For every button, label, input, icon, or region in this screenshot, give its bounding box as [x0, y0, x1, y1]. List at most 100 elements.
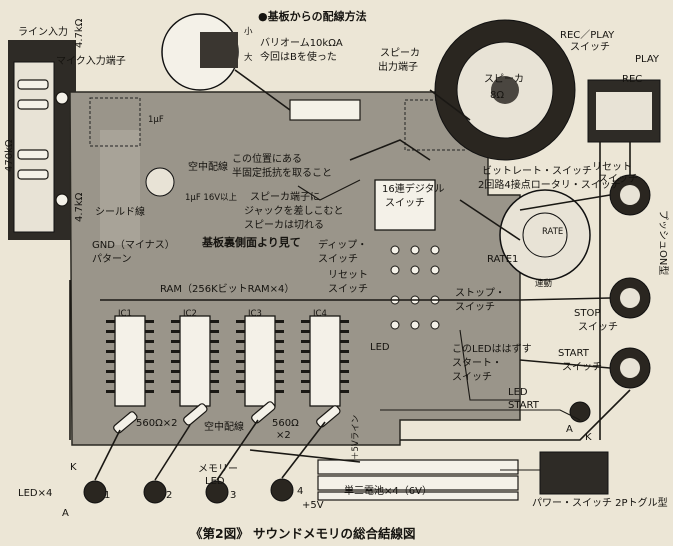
label-start-b: スタート・: [452, 357, 502, 369]
ic1: [114, 315, 146, 407]
dip-switch-16: [374, 179, 436, 231]
label-led-x4: LED×4: [18, 488, 52, 499]
resistors-560: [113, 401, 341, 434]
speaker-dome: [491, 76, 519, 104]
rec-play-switch-body: [596, 92, 652, 130]
label-5v-line: ＋5Vライン: [351, 415, 361, 460]
label-switch-f: スイッチ: [455, 301, 495, 313]
label-reset-a: リセット: [592, 161, 632, 173]
input-terminal-strip: [13, 61, 55, 233]
label-rotary: 2回路4接点ロータリ・スイッチ: [478, 178, 621, 191]
label-small: 小: [244, 26, 253, 37]
label-k1: K: [70, 462, 77, 473]
label-push-on: プッシュON型: [657, 210, 670, 275]
label-large: 大: [244, 52, 253, 63]
gnd-pattern: [100, 130, 140, 245]
volume-pot-terminals: [200, 32, 238, 68]
label-switch-a: スイッチ: [570, 41, 610, 53]
label-speaker-terminal: スピーカ端子に: [250, 190, 320, 203]
push-switches: [609, 174, 651, 389]
label-led-start-b: START: [508, 400, 540, 411]
figure-caption: 《第2図》 サウンドメモリの総合結線図: [190, 526, 416, 541]
label-volume: バリオーム10kΩA: [260, 37, 343, 49]
label-linked: 連動: [535, 278, 552, 289]
label-memory: メモリー: [198, 464, 238, 475]
label-n3: 3: [230, 490, 236, 501]
label-switch-g: スイッチ: [578, 321, 618, 333]
label-battery: 単三電池×4（6V）: [344, 484, 432, 497]
label-wiring-from-board: ●基板からの配線方法: [258, 9, 367, 23]
label-start-a: START: [558, 348, 590, 359]
label-ic1: IC1: [118, 309, 132, 319]
label-a-start: A: [566, 424, 573, 435]
label-pattern: パターン: [92, 253, 132, 265]
thin-wires: [297, 179, 581, 471]
mic-jack-outline: [89, 97, 141, 147]
label-switch-c: スイッチ: [598, 173, 638, 185]
ic2: [179, 315, 211, 407]
wires: [69, 69, 631, 481]
label-560: 560Ω: [272, 418, 299, 429]
label-speaker-b: スピーカ: [484, 73, 524, 85]
label-remove-led: このLEDははずす: [452, 343, 532, 355]
label-stop-b: STOP: [574, 308, 600, 319]
label-ram: RAM（256KビットRAM×4）: [160, 283, 294, 295]
label-ic4: IC4: [313, 309, 327, 319]
label-led-start-a: LED: [508, 387, 528, 398]
label-ic3: IC3: [248, 309, 262, 319]
label-reset-b: リセット: [328, 269, 368, 281]
ic4: [309, 315, 341, 407]
label-560x2-a: 560Ω×2: [136, 418, 177, 429]
label-line-input: ライン入力: [18, 25, 68, 38]
label-switch-e: スイッチ: [328, 283, 368, 295]
label-x2: ×2: [276, 430, 291, 441]
label-k-start: K: [585, 432, 592, 443]
rotary-switch-hub: [522, 212, 568, 258]
label-led-b: LED: [205, 476, 225, 487]
label-stop-a: ストップ・: [455, 287, 505, 299]
label-r47k-top: 4.7kΩ: [74, 18, 85, 48]
label-power-switch: パワー・スイッチ 2Pトグル型: [532, 496, 668, 509]
battery-pack: [317, 459, 519, 501]
input-resistors: [17, 79, 69, 207]
rotary-switch: [499, 189, 591, 281]
label-rate: RATE: [542, 227, 563, 237]
label-shield: シールド線: [95, 205, 145, 218]
label-mic-input: マイク入力端子: [56, 54, 126, 67]
label-8ohm: 8Ω: [490, 90, 504, 101]
label-1uf-a: 1μF: [148, 115, 164, 125]
label-dip-switch: ディップ・: [318, 238, 367, 251]
label-switch-i: スイッチ: [452, 371, 492, 383]
label-bitrate-switch: ビットレート・スイッチ: [482, 165, 592, 177]
label-5v: +5V: [302, 500, 324, 511]
trimmer-resistor: [289, 99, 361, 121]
label-switch-b: スイッチ: [385, 197, 425, 209]
power-switch: [539, 451, 609, 495]
label-n1: 1: [104, 490, 110, 501]
memory-leds: [83, 478, 294, 504]
label-play: PLAY: [635, 54, 660, 65]
ic3: [244, 315, 276, 407]
label-r47k-bottom: 4.7kΩ: [74, 192, 85, 222]
label-remove-resistor: 半固定抵抗を取ること: [232, 166, 332, 179]
label-switch-d: スイッチ: [318, 253, 358, 265]
label-n2: 2: [166, 490, 172, 501]
label-rate1: RATE1: [487, 254, 518, 265]
label-speaker-cut: スピーカは切れる: [244, 219, 324, 231]
capacitor-1uf-16v: [145, 167, 175, 197]
label-aerial-wiring-b: 空中配線: [204, 420, 244, 433]
label-switch-h: スイッチ: [562, 361, 602, 373]
label-n4: 4: [297, 486, 303, 497]
label-insert-jack: ジャックを差しこむと: [244, 204, 344, 217]
label-this-position: この位置にある: [232, 152, 302, 165]
label-dip-16: 16連デジタル: [382, 182, 445, 195]
label-1uf-16v: 1μF 16V以上: [185, 193, 238, 203]
label-output-terminal: 出力端子: [378, 60, 418, 73]
ic-pins: [106, 320, 349, 393]
start-led: [569, 401, 591, 423]
label-aerial-wiring-a: 空中配線: [188, 160, 228, 173]
label-r470k: 470kΩ: [4, 139, 15, 172]
label-ic2: IC2: [183, 309, 197, 319]
label-a1: A: [62, 508, 69, 519]
